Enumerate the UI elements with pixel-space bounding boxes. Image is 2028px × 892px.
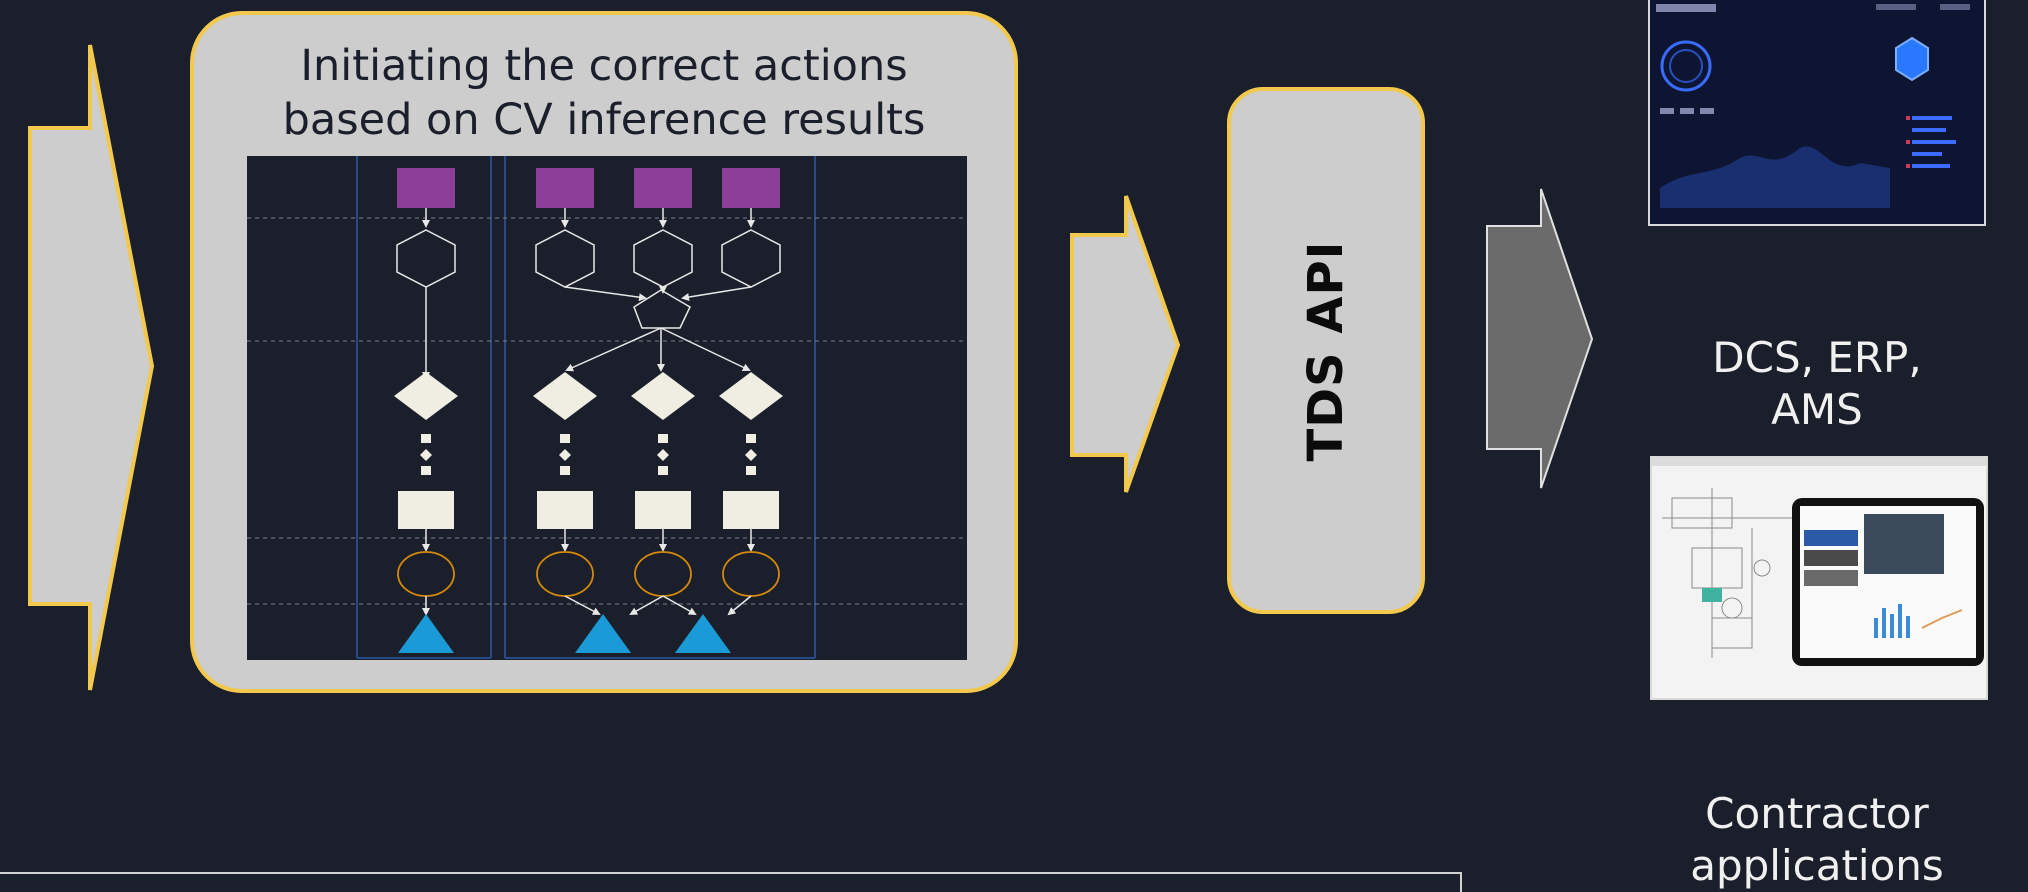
process-node: [396, 229, 456, 288]
action-nodes: [398, 491, 779, 529]
action-node: [398, 491, 454, 529]
dashboard-screenshot: [1648, 0, 1986, 226]
action-node: [635, 491, 691, 529]
inference-to-api-arrow-icon: [1070, 195, 1181, 493]
event-node: [722, 551, 780, 597]
contractor-app-screenshot: [1650, 456, 1988, 700]
process-node: [633, 229, 693, 288]
tds-api-label: TDS API: [1298, 239, 1354, 462]
process-node: [721, 229, 781, 288]
input-arrow-icon: [28, 44, 155, 691]
dcs-caption-line1: DCS, ERP,: [1712, 333, 1922, 382]
decision-node: [719, 372, 783, 420]
trigger-node: [536, 168, 594, 208]
action-flow-diagram: [247, 156, 967, 660]
trigger-node: [397, 168, 455, 208]
contractor-applications-caption: Contractor applications: [1648, 788, 1986, 892]
swimlane-borders: [356, 156, 816, 659]
lane-dividers: [247, 217, 967, 605]
api-to-systems-arrow-icon: [1486, 188, 1594, 489]
action-node: [537, 491, 593, 529]
event-nodes: [397, 551, 780, 597]
panel-title-line2: based on CV inference results: [282, 95, 926, 145]
panel-title: Initiating the correct actions based on …: [194, 39, 1014, 147]
event-node: [634, 551, 692, 597]
process-nodes: [396, 229, 781, 288]
contractor-caption-line2: applications: [1690, 841, 1944, 890]
event-node: [536, 551, 594, 597]
process-node: [535, 229, 595, 288]
trigger-nodes: [397, 168, 780, 208]
contractor-caption-line1: Contractor: [1705, 789, 1929, 838]
decision-node: [533, 372, 597, 420]
merge-node: [633, 289, 691, 329]
dcs-caption-line2: AMS: [1771, 385, 1863, 434]
step-markers: [420, 434, 757, 475]
outcome-node: [575, 614, 631, 653]
decision-node: [394, 372, 458, 420]
outcome-nodes: [398, 614, 731, 653]
trigger-node: [634, 168, 692, 208]
tds-api-box: TDS API: [1227, 87, 1425, 614]
outcome-node: [398, 614, 454, 653]
contractor-graphic: [1652, 458, 1986, 698]
decision-node: [631, 372, 695, 420]
event-node: [397, 551, 455, 597]
bottom-box-outline: [0, 872, 1462, 892]
decision-nodes: [394, 372, 783, 420]
dcs-erp-ams-caption: DCS, ERP, AMS: [1648, 332, 1986, 436]
outcome-node: [675, 614, 731, 653]
dashboard-graphic: [1650, 0, 1984, 224]
panel-title-line1: Initiating the correct actions: [300, 41, 908, 91]
trigger-node: [722, 168, 780, 208]
action-node: [723, 491, 779, 529]
